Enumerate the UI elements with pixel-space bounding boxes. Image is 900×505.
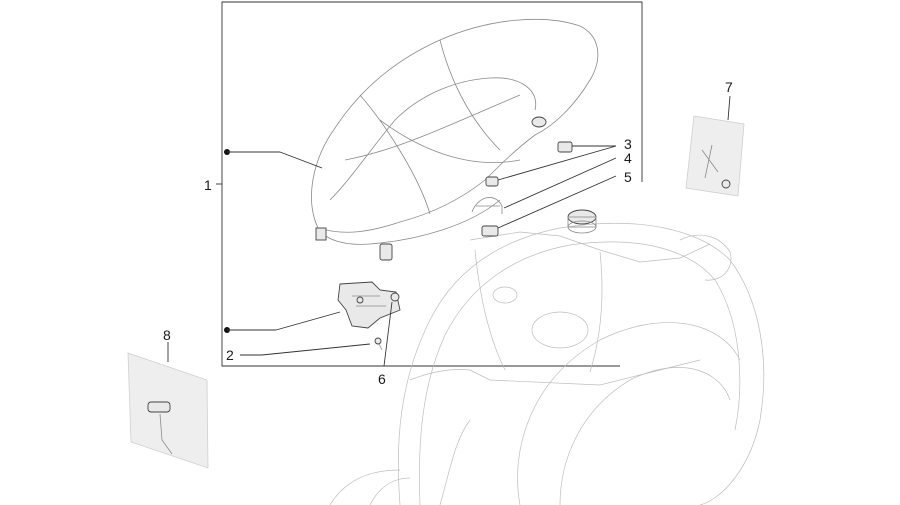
- group-bracket: [216, 1, 643, 367]
- callout-8: 8: [163, 327, 171, 343]
- tool-kit-bag-icon: [685, 115, 745, 197]
- callout-4: 4: [624, 150, 632, 166]
- seat-assembly-icon: [311, 18, 599, 245]
- scooter-body-outline: [329, 223, 765, 505]
- callout-6: 6: [378, 371, 386, 387]
- callout-5: 5: [624, 169, 632, 185]
- leader-lines: [167, 95, 731, 367]
- seat-hinge-bracket-icon: [337, 281, 401, 329]
- bumper-pad-icon: [379, 141, 573, 261]
- rubber-block-icon: [481, 225, 499, 237]
- callout-1: 1: [204, 177, 212, 193]
- callout-7: 7: [725, 79, 733, 95]
- nut-icon: [390, 292, 400, 302]
- key-lock-bag-icon: [127, 352, 209, 469]
- callout-3: 3: [624, 136, 632, 152]
- callout-2: 2: [226, 347, 234, 363]
- latch-bracket-icon: [471, 197, 503, 214]
- screw-icon: [374, 337, 383, 351]
- fuel-cap-icon: [567, 209, 597, 234]
